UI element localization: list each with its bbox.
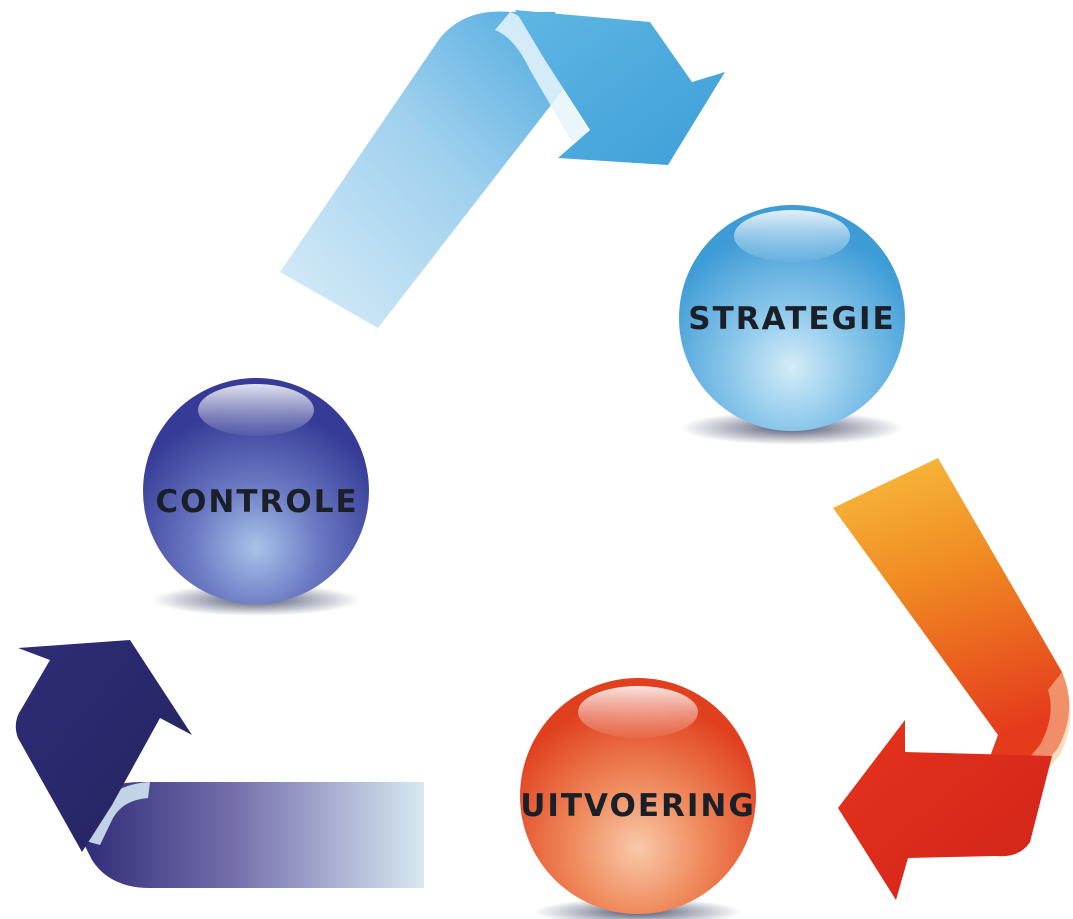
node-label-controle: CONTROLE <box>155 484 358 520</box>
node-uitvoering: UITVOERING <box>520 678 756 919</box>
arrow-controle-to-strategie <box>280 10 725 328</box>
node-strategie: STRATEGIE <box>679 205 905 445</box>
node-controle: CONTROLE <box>143 378 369 616</box>
node-label-uitvoering: UITVOERING <box>520 788 756 824</box>
arrow-strategie-to-uitvoering <box>833 458 1071 900</box>
node-label-strategie: STRATEGIE <box>688 301 895 337</box>
arrow-uitvoering-to-controle <box>15 640 424 888</box>
